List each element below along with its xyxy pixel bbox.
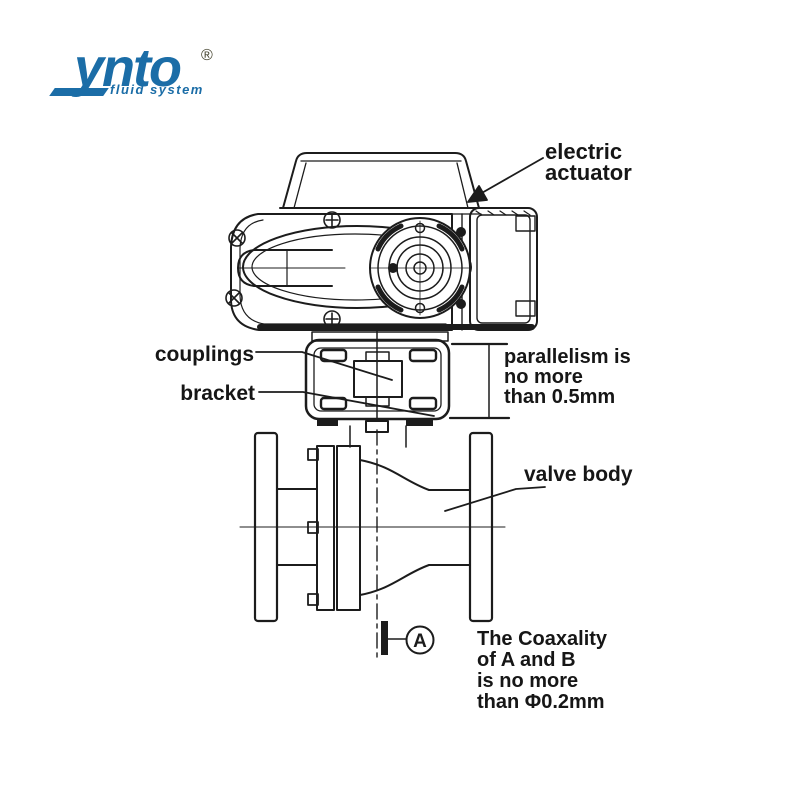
bolt-icon bbox=[307, 593, 319, 606]
parallelism-note: parallelism is no more than 0.5mm bbox=[504, 347, 631, 407]
arrowhead-icon bbox=[467, 185, 488, 203]
datum-circle bbox=[405, 625, 435, 655]
coupling-drawing bbox=[353, 360, 403, 398]
actuator-dial bbox=[369, 217, 471, 319]
bracket-label: bracket bbox=[180, 382, 255, 405]
electric-actuator-label-line2: actuator bbox=[545, 160, 632, 185]
datum-tick bbox=[381, 621, 388, 655]
valve-body-leader bbox=[444, 486, 546, 512]
coaxality-note-line3: is no more bbox=[477, 670, 579, 692]
body-flange-plate bbox=[316, 445, 335, 611]
couplings-leader bbox=[255, 351, 393, 381]
brand-name: ynto bbox=[74, 38, 182, 98]
coaxality-note-line1: The Coaxality bbox=[477, 628, 608, 650]
bracket-drawing bbox=[304, 330, 451, 448]
actuator-cap bbox=[279, 152, 483, 215]
coaxality-note-line2: of A and B bbox=[477, 649, 576, 671]
parallelism-note-line1: parallelism is bbox=[504, 346, 631, 368]
datum-symbol: A bbox=[381, 621, 435, 655]
electric-actuator-label: electric actuator bbox=[545, 139, 632, 185]
coaxality-note-line4: than Φ0.2mm bbox=[477, 691, 605, 713]
parallelism-dimension bbox=[448, 342, 511, 420]
screw-icon bbox=[414, 302, 426, 314]
actuator-terminal-box bbox=[469, 207, 538, 331]
screw-icon bbox=[456, 227, 466, 237]
electric-actuator-label-line1: electric bbox=[545, 139, 623, 164]
coaxality-note: The Coaxality of A and B is no more than… bbox=[477, 629, 607, 713]
screw-icon bbox=[323, 310, 341, 328]
screw-icons bbox=[225, 211, 341, 328]
screw-icon bbox=[323, 211, 341, 229]
screw-icon bbox=[228, 229, 246, 247]
datum-label: A bbox=[413, 631, 427, 652]
screw-icon bbox=[388, 263, 398, 273]
brand-logo: ynto ® fluid system bbox=[0, 0, 260, 120]
brand-tagline: fluid system bbox=[110, 82, 204, 97]
screw-icon bbox=[414, 222, 426, 234]
body-flange-plate bbox=[336, 445, 361, 611]
parallelism-note-line3: than 0.5mm bbox=[504, 386, 616, 408]
valve-body-label: valve body bbox=[524, 463, 633, 486]
couplings-label: couplings bbox=[154, 343, 254, 366]
bolt-icon bbox=[307, 448, 319, 461]
bracket-leader bbox=[258, 391, 435, 417]
leader-lines bbox=[255, 157, 546, 512]
valve-drawing bbox=[239, 429, 506, 663]
screw-icon bbox=[225, 289, 243, 307]
registered-trademark-icon: ® bbox=[201, 47, 213, 64]
electric-actuator-leader bbox=[479, 157, 544, 195]
parallelism-note-line2: no more bbox=[504, 366, 583, 388]
screw-icon bbox=[456, 299, 466, 309]
